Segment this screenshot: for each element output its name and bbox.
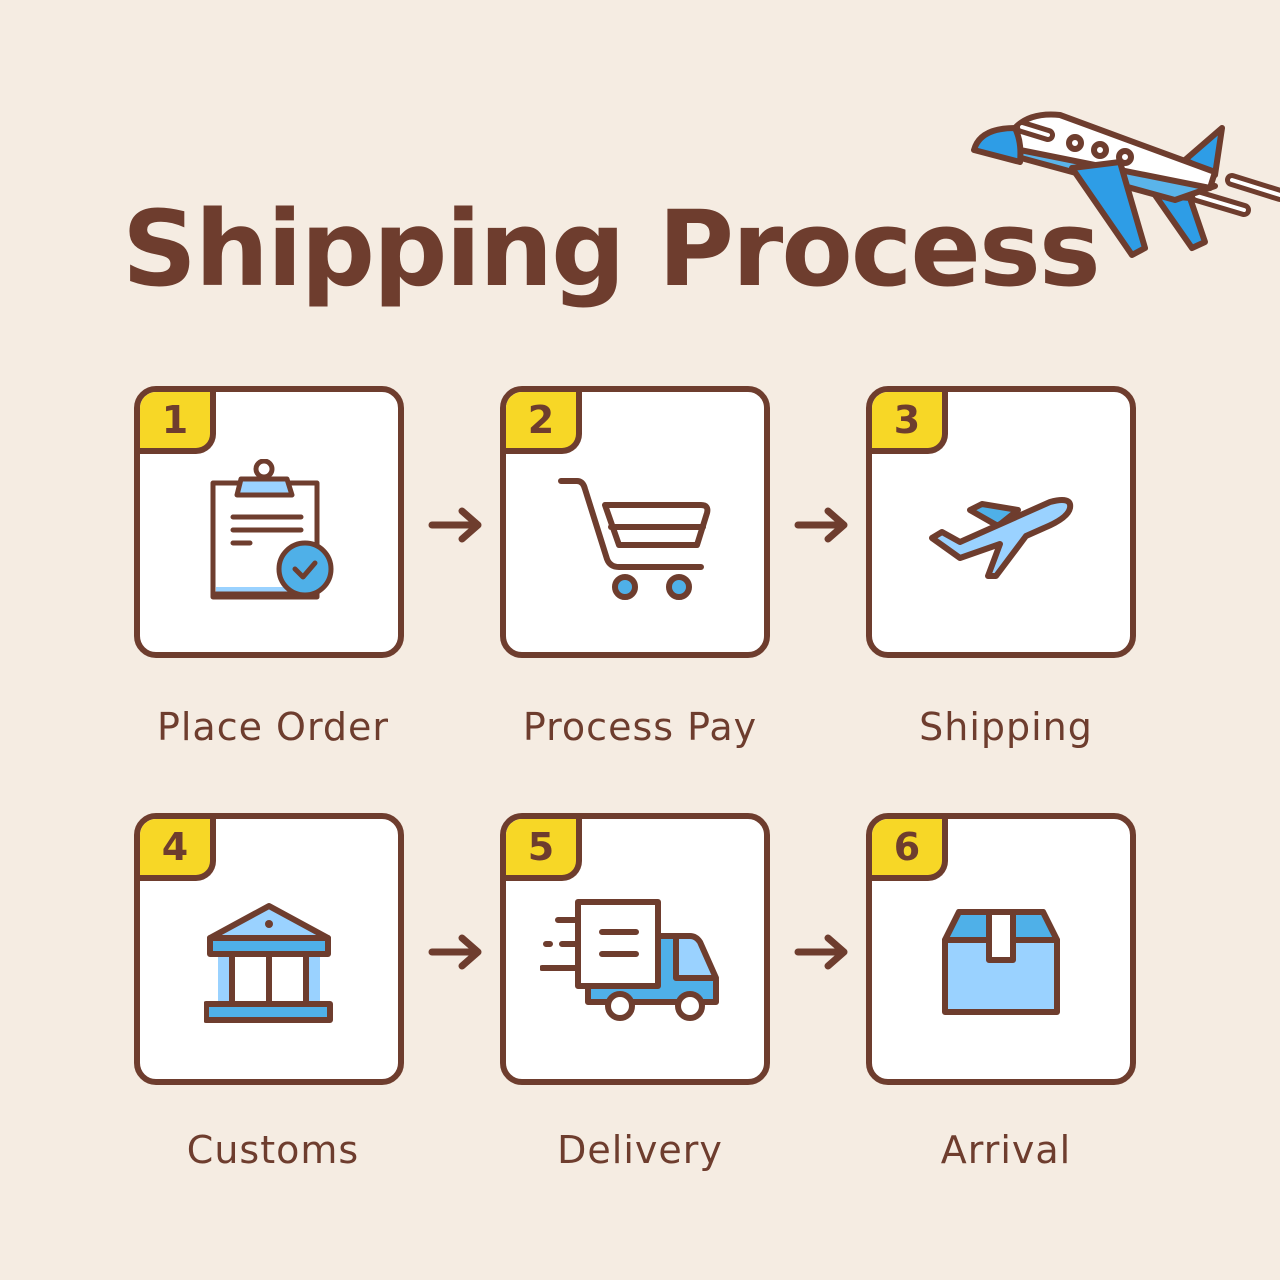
step-card-3: 3 xyxy=(866,386,1136,658)
arrow-right-icon xyxy=(794,934,848,970)
step-number-badge: 4 xyxy=(140,819,216,881)
arrow-right-icon xyxy=(428,507,482,543)
step-card-6: 6 xyxy=(866,813,1136,1085)
shopping-cart-icon xyxy=(558,478,711,600)
package-box-icon xyxy=(942,909,1060,1015)
government-building-icon xyxy=(204,903,333,1023)
clipboard-check-icon xyxy=(210,459,334,600)
page-title: Shipping Process xyxy=(122,188,1101,310)
step-card-1: 1 xyxy=(134,386,404,658)
step-label-4: Customs xyxy=(186,1128,360,1172)
step-card-5: 5 xyxy=(500,813,770,1085)
airplane-decoration-icon xyxy=(971,111,1280,258)
step-label-1: Place Order xyxy=(156,705,390,749)
step-label-6: Arrival xyxy=(940,1128,1072,1172)
step-number-badge: 2 xyxy=(506,392,582,454)
step-label-5: Delivery xyxy=(557,1128,723,1172)
delivery-truck-icon xyxy=(540,899,719,1021)
step-label-2: Process Pay xyxy=(522,705,758,749)
step-label-3: Shipping xyxy=(919,705,1093,749)
step-number-badge: 1 xyxy=(140,392,216,454)
step-card-4: 4 xyxy=(134,813,404,1085)
step-card-2: 2 xyxy=(500,386,770,658)
arrow-right-icon xyxy=(428,934,482,970)
step-number-badge: 5 xyxy=(506,819,582,881)
step-number-badge: 6 xyxy=(872,819,948,881)
airplane-icon xyxy=(929,497,1074,579)
step-number-badge: 3 xyxy=(872,392,948,454)
arrow-right-icon xyxy=(794,507,848,543)
